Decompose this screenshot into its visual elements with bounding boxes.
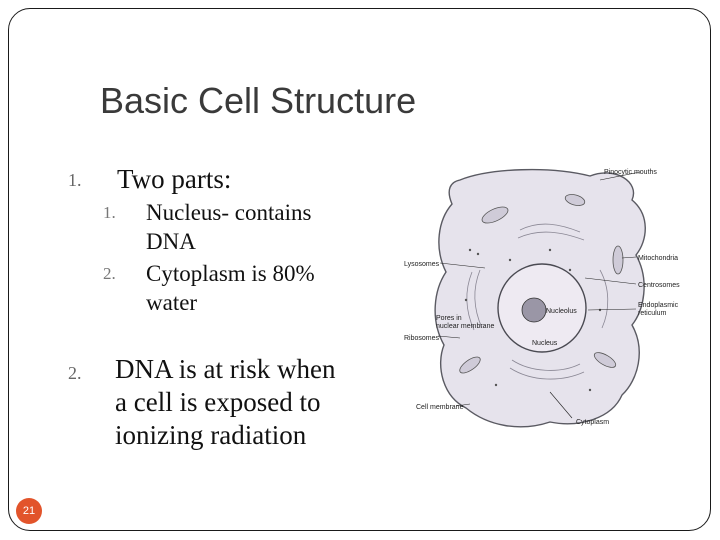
label-reticulum: reticulum: [638, 310, 667, 317]
label-mitochondria: Mitochondria: [638, 255, 678, 262]
slide-title: Basic Cell Structure: [100, 80, 417, 121]
item-1-text: Two parts:: [117, 164, 232, 194]
mitochondria-shapes: [459, 194, 624, 374]
subitem-2-line2: water: [146, 290, 198, 315]
nucleolus-shape: [521, 297, 547, 323]
endoplasmic-reticulum-shape: [466, 223, 609, 380]
ribosome-dots: [464, 248, 602, 392]
label-cell-membrane: Cell membrane: [416, 404, 464, 411]
label-cytoplasm: Cytoplasm: [576, 419, 609, 426]
item-2-line1: DNA is at risk when: [115, 354, 336, 384]
page-number-badge: 21: [16, 498, 42, 524]
label-pinocytic-mouths: Pinocytic mouths: [604, 169, 657, 176]
item-2-line2: a cell is exposed to: [115, 387, 321, 417]
cell-diagram: Pinocytic mouths Lysosomes Mitochondria …: [404, 168, 680, 428]
subitem-2-number: 2.: [103, 264, 116, 283]
subitem-1-number: 1.: [103, 203, 116, 222]
label-endoplasmic: Endoplasmic: [638, 302, 679, 309]
subitem-1-line1: Nucleus- contains: [146, 200, 312, 225]
leader-lines: [437, 171, 641, 419]
label-ribosomes: Ribosomes: [404, 335, 440, 342]
label-nucleolus: Nucleolus: [546, 308, 577, 315]
label-nucleus: Nucleus: [532, 340, 558, 347]
item-2-number: 2.: [68, 363, 82, 383]
subitem-1-line2: DNA: [146, 229, 196, 254]
label-centrosomes: Centrosomes: [638, 282, 680, 289]
item-2-line3: ionizing radiation: [115, 420, 307, 450]
item-1-number: 1.: [68, 170, 82, 190]
subitem-2-line1: Cytoplasm is 80%: [146, 261, 315, 286]
label-pores-1: Pores in: [436, 315, 462, 322]
label-pores-2: nuclear membrane: [436, 323, 494, 330]
label-lysosomes: Lysosomes: [404, 261, 440, 268]
